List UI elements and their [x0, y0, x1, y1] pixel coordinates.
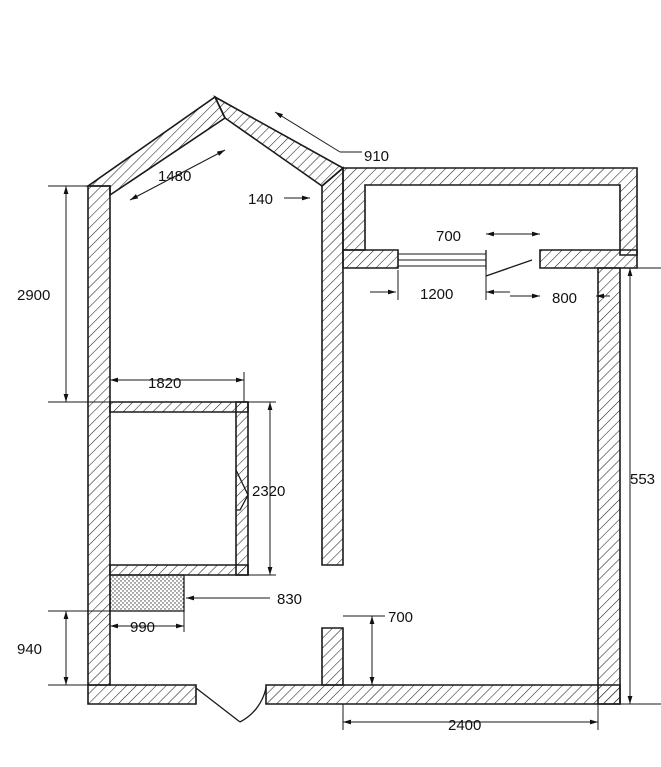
bathroom-door — [235, 469, 249, 511]
bottom-wall-right — [265, 684, 621, 705]
balcony-wall — [342, 167, 638, 256]
inner-room-right-wall — [235, 401, 249, 576]
window — [398, 253, 486, 267]
dim-label-1200: 1200 — [420, 286, 453, 303]
upper-door — [485, 250, 533, 277]
dim-label-553: 553 — [630, 471, 655, 488]
partition-stub — [321, 627, 344, 686]
dim-label-bottom: 2400 — [448, 717, 481, 734]
left-outer-wall — [87, 185, 111, 686]
dimension-labels: 1480 910 140 700 2900 1200 800 553 1820 … — [17, 148, 655, 734]
dim-label-2900: 2900 — [17, 287, 50, 304]
dim-label-830: 830 — [277, 591, 302, 608]
entry-door — [195, 687, 267, 723]
gable-left-wall — [85, 95, 227, 197]
upper-wall-right — [539, 249, 638, 269]
bottom-wall-left — [87, 684, 197, 705]
dim-label-1480: 1480 — [158, 168, 191, 185]
inner-room-top-wall — [109, 401, 249, 413]
dim-label-1820: 1820 — [148, 375, 181, 392]
dim-label-2320: 2320 — [252, 483, 285, 500]
dim-label-700-partition: 700 — [388, 609, 413, 626]
dim-label-940: 940 — [17, 641, 42, 658]
upper-wall-left — [342, 249, 399, 269]
walls — [85, 95, 638, 705]
dim-label-910: 910 — [364, 148, 389, 165]
dim-label-140: 140 — [248, 191, 273, 208]
dim-label-700-top: 700 — [436, 228, 461, 245]
inner-room-bottom-wall — [109, 564, 249, 576]
dimension-lines — [48, 111, 661, 730]
dim-label-800: 800 — [552, 290, 577, 307]
dim-label-990: 990 — [130, 619, 155, 636]
counter-block — [109, 574, 185, 612]
right-outer-wall — [597, 267, 621, 705]
center-wall — [321, 166, 344, 566]
